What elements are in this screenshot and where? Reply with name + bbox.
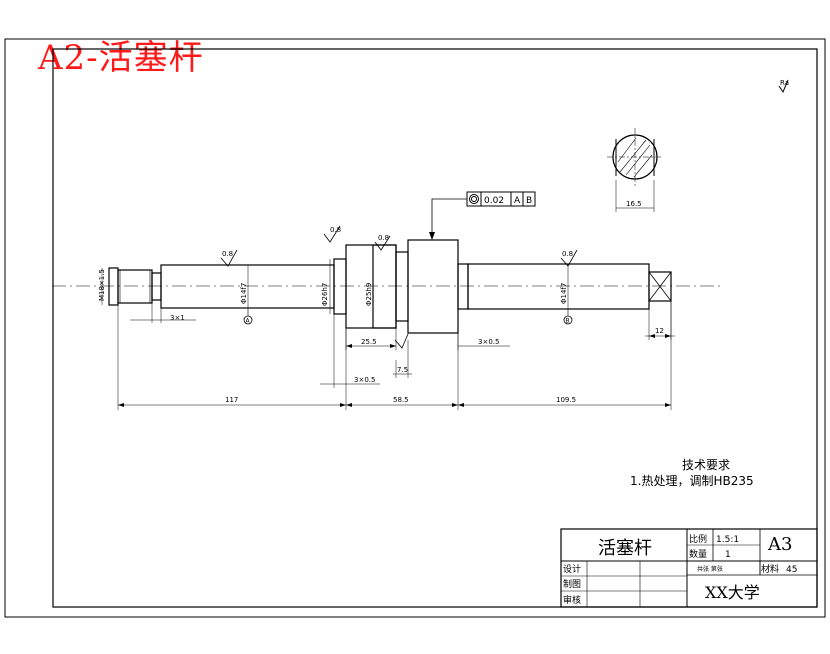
general-roughness-symbol: Ra [778,79,789,94]
title-review-label: 审核 [563,594,581,606]
dim-arrows [118,334,671,407]
outer-frame [4,38,826,618]
tolerance-datum-a: A [514,196,521,206]
chamfer-left-dim: 3×0.5 [354,376,375,384]
roughness-label-2: 0.8 [330,226,341,234]
datum-a-label: A [246,318,251,325]
roughness-label-3: 0.8 [378,234,389,242]
sheet-label: A2-活塞杆 [38,38,204,78]
title-part-name: 活塞杆 [598,538,652,559]
left-collar-dim: Φ26h7 [321,283,329,306]
len-58-5-dim: 58.5 [393,396,409,404]
chamfer-right-dim: 3×0.5 [478,338,499,346]
section-view: 16.5 [607,128,663,212]
len-12-dim: 12 [655,327,664,335]
roughness-label-4: 0.8 [562,250,573,258]
section-width-dim: 16.5 [626,200,642,208]
title-design-label: 设计 [563,563,581,575]
groove-len-dim: 3×1 [170,314,185,322]
tolerance-value: 0.02 [484,196,504,206]
title-school: XX大学 [705,583,760,602]
inner-frame [52,48,818,608]
tech-req-item-1: 1.热处理，调制HB235 [630,474,754,488]
len-117-dim: 117 [225,396,238,404]
general-roughness-label: Ra [780,79,789,87]
datum-symbols: A B [243,308,573,325]
title-sheets-info: 共张 第张 [697,565,723,573]
datum-b-label: B [566,318,570,325]
title-qty-value: 1 [725,550,731,560]
roughness-symbols [220,225,578,349]
tolerance-frame: 0.02 A B [429,191,536,240]
title-drawing-label: 制图 [563,578,581,590]
title-scale-value: 1.5:1 [716,535,739,545]
groove-dim: Φ25h9 [365,283,373,306]
title-material-label: 材料 [761,563,779,575]
len-7-5-dim: 7.5 [397,366,408,374]
linear-dims [117,301,675,410]
right-shaft-dim: Φ14f7 [560,283,568,304]
left-shaft-dim: Φ14f7 [240,283,248,304]
shaft-outline [108,239,672,334]
tolerance-datum-b: B [526,196,532,206]
len-109-5-dim: 109.5 [556,396,576,404]
title-scale-label: 比例 [689,533,707,545]
title-block [560,528,818,608]
thread-dim: M18×1.5 [98,269,106,301]
roughness-label-1: 0.8 [222,250,233,258]
title-qty-label: 数量 [689,548,707,560]
diameter-dims [101,254,569,319]
title-sheet-size: A3 [767,534,792,555]
len-25-5-dim: 25.5 [361,338,377,346]
title-material-value: 45 [786,565,797,575]
tech-req-heading: 技术要求 [682,458,730,472]
